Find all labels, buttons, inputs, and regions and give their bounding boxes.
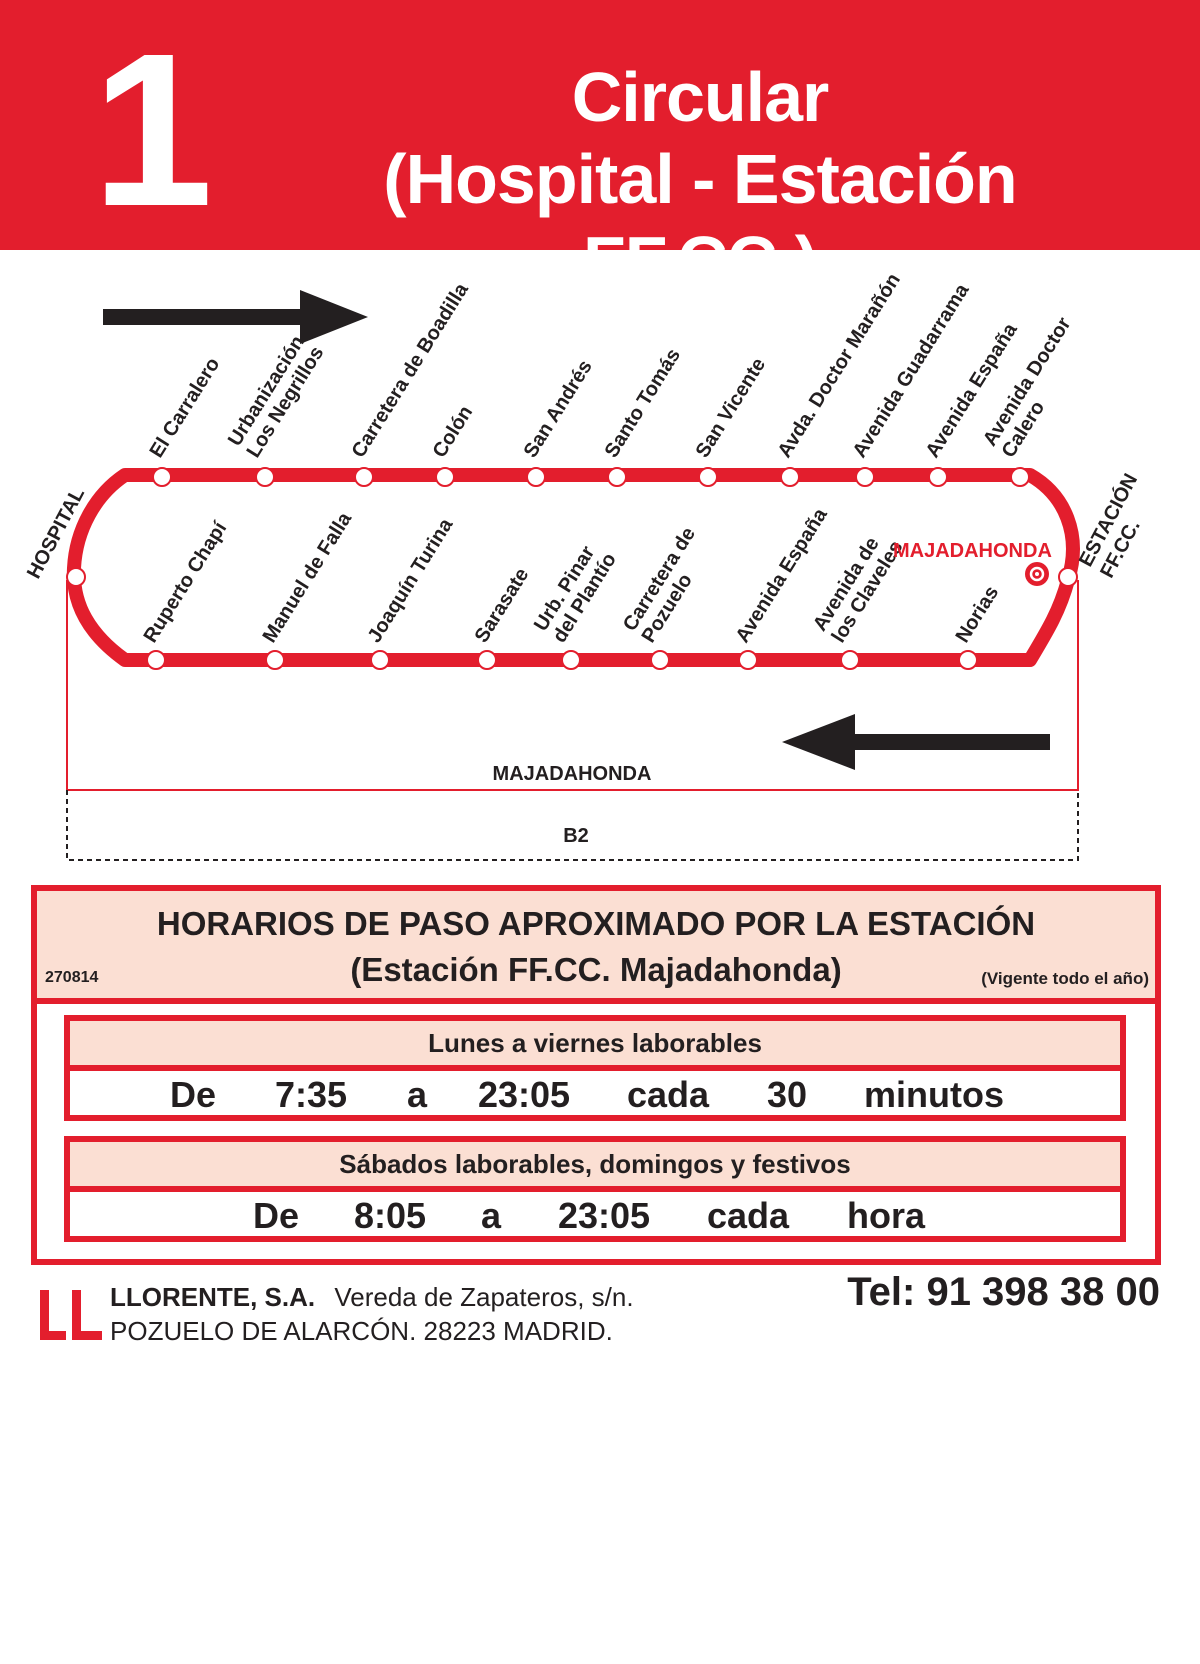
stop-label-line: Santo Tomás [601,345,685,462]
stop-label: Norias [952,582,1004,646]
stop-label-line: San Andrés [520,356,597,461]
weekend-label: Sábados laborables, domingos y festivos [70,1142,1120,1192]
schedule-panel: HORARIOS DE PASO APROXIMADO POR LA ESTAC… [31,885,1161,1265]
stop-dot [354,467,374,487]
stop-dot [152,467,172,487]
stop-label: El Carralero [146,354,225,462]
stop-label-line: San Vicente [692,354,771,462]
company-address: Vereda de Zapateros, s/n. [334,1282,634,1312]
stop-dot [780,467,800,487]
stop-label-line: Ruperto Chapí [140,517,232,647]
route-title: Circular (Hospital - Estación FF.CC.) [285,56,1115,302]
company-line: LLORENTE, S.A. Vereda de Zapateros, s/n. [110,1282,634,1313]
stop-dot-estacion [1058,567,1078,587]
stop-label: San Vicente [692,354,771,462]
stop-dot [607,467,627,487]
fare-zone-bracket [66,790,1079,861]
stop-dot [855,467,875,487]
stop-label: San Andrés [520,356,597,461]
weekend-times: De 8:05 a 23:05 cada hora [70,1194,1120,1238]
every-value: 30 [767,1074,808,1115]
to-word: a [481,1195,502,1236]
stop-label: Joaquín Turina [364,514,458,647]
route-loop [66,468,1080,667]
schedule-title: HORARIOS DE PASO APROXIMADO POR LA ESTAC… [156,905,1036,942]
every-word: cada [627,1074,710,1115]
route-title-line1: Circular [571,58,830,136]
stop-dot-hospital [66,567,86,587]
direction-arrow-right [103,290,368,344]
to-time: 23:05 [478,1074,571,1115]
zone-bracket [66,580,1079,791]
stop-dot [477,650,497,670]
to-word: a [407,1074,428,1115]
weekend-schedule: Sábados laborables, domingos y festivos … [64,1136,1126,1242]
stop-label-line: Joaquín Turina [364,514,458,647]
stop-label-line: Sarasate [471,564,534,646]
direction-arrow-left [782,714,1050,770]
from-word: De [253,1195,300,1236]
stop-dot [698,467,718,487]
zone-label-red: MAJADAHONDA [893,540,1052,562]
stop-label: Sarasate [471,564,534,646]
endpoint-estacion-label: ESTACIÓN FF.CC. [1073,469,1145,581]
stop-dot [561,650,581,670]
route-header: 1 Circular (Hospital - Estación FF.CC.) [0,0,1200,300]
schedule-header: HORARIOS DE PASO APROXIMADO POR LA ESTAC… [37,891,1155,998]
llorente-logo [40,1290,102,1340]
stop-label: Santo Tomás [601,345,685,462]
station-symbol-icon [1025,562,1049,586]
every-unit: hora [847,1195,926,1236]
validity-note: (Vigente todo el año) [981,969,1149,988]
from-time: 7:35 [275,1074,348,1115]
route-title-line2: (Hospital - Estación FF.CC.) [383,140,1017,300]
company-name: LLORENTE, S.A. [110,1282,316,1312]
stop-dot [370,650,390,670]
stop-dot [265,650,285,670]
stop-label: Colón [429,402,478,462]
stop-dot [928,467,948,487]
from-time: 8:05 [354,1195,427,1236]
stop-label: Manuel de Falla [259,508,357,647]
zone-label: MAJADAHONDA [493,763,652,785]
route-number: 1 [92,9,214,252]
company-city: POZUELO DE ALARCÓN. 28223 MADRID. [110,1316,613,1346]
stop-dot [435,467,455,487]
weekday-schedule: Lunes a viernes laborables De 7:35 a 23:… [64,1015,1126,1121]
phone-number: Tel: 91 398 38 00 [847,1270,1160,1314]
schedule-subtitle: (Estación FF.CC. Majadahonda) [350,951,842,988]
stop-label-line: Norias [952,582,1004,646]
every-word: cada [707,1195,790,1236]
stop-label-line: Manuel de Falla [259,508,357,647]
document-code: 270814 [45,969,99,986]
stop-dot [650,650,670,670]
stop-dot [255,467,275,487]
weekday-label: Lunes a viernes laborables [70,1021,1120,1071]
fare-zone-label: B2 [563,825,589,847]
divider [37,998,1155,1004]
stop-dot [146,650,166,670]
weekday-times: De 7:35 a 23:05 cada 30 minutos [70,1073,1120,1117]
stop-label: Ruperto Chapí [140,517,232,647]
stop-dot [526,467,546,487]
stop-dot [958,650,978,670]
stop-label-line: El Carralero [146,354,225,462]
to-time: 23:05 [558,1195,651,1236]
stop-dot [1010,467,1030,487]
every-unit: minutos [864,1074,1004,1115]
stop-label-line: Colón [429,402,478,462]
stop-dot [840,650,860,670]
stop-dot [738,650,758,670]
from-word: De [170,1074,217,1115]
